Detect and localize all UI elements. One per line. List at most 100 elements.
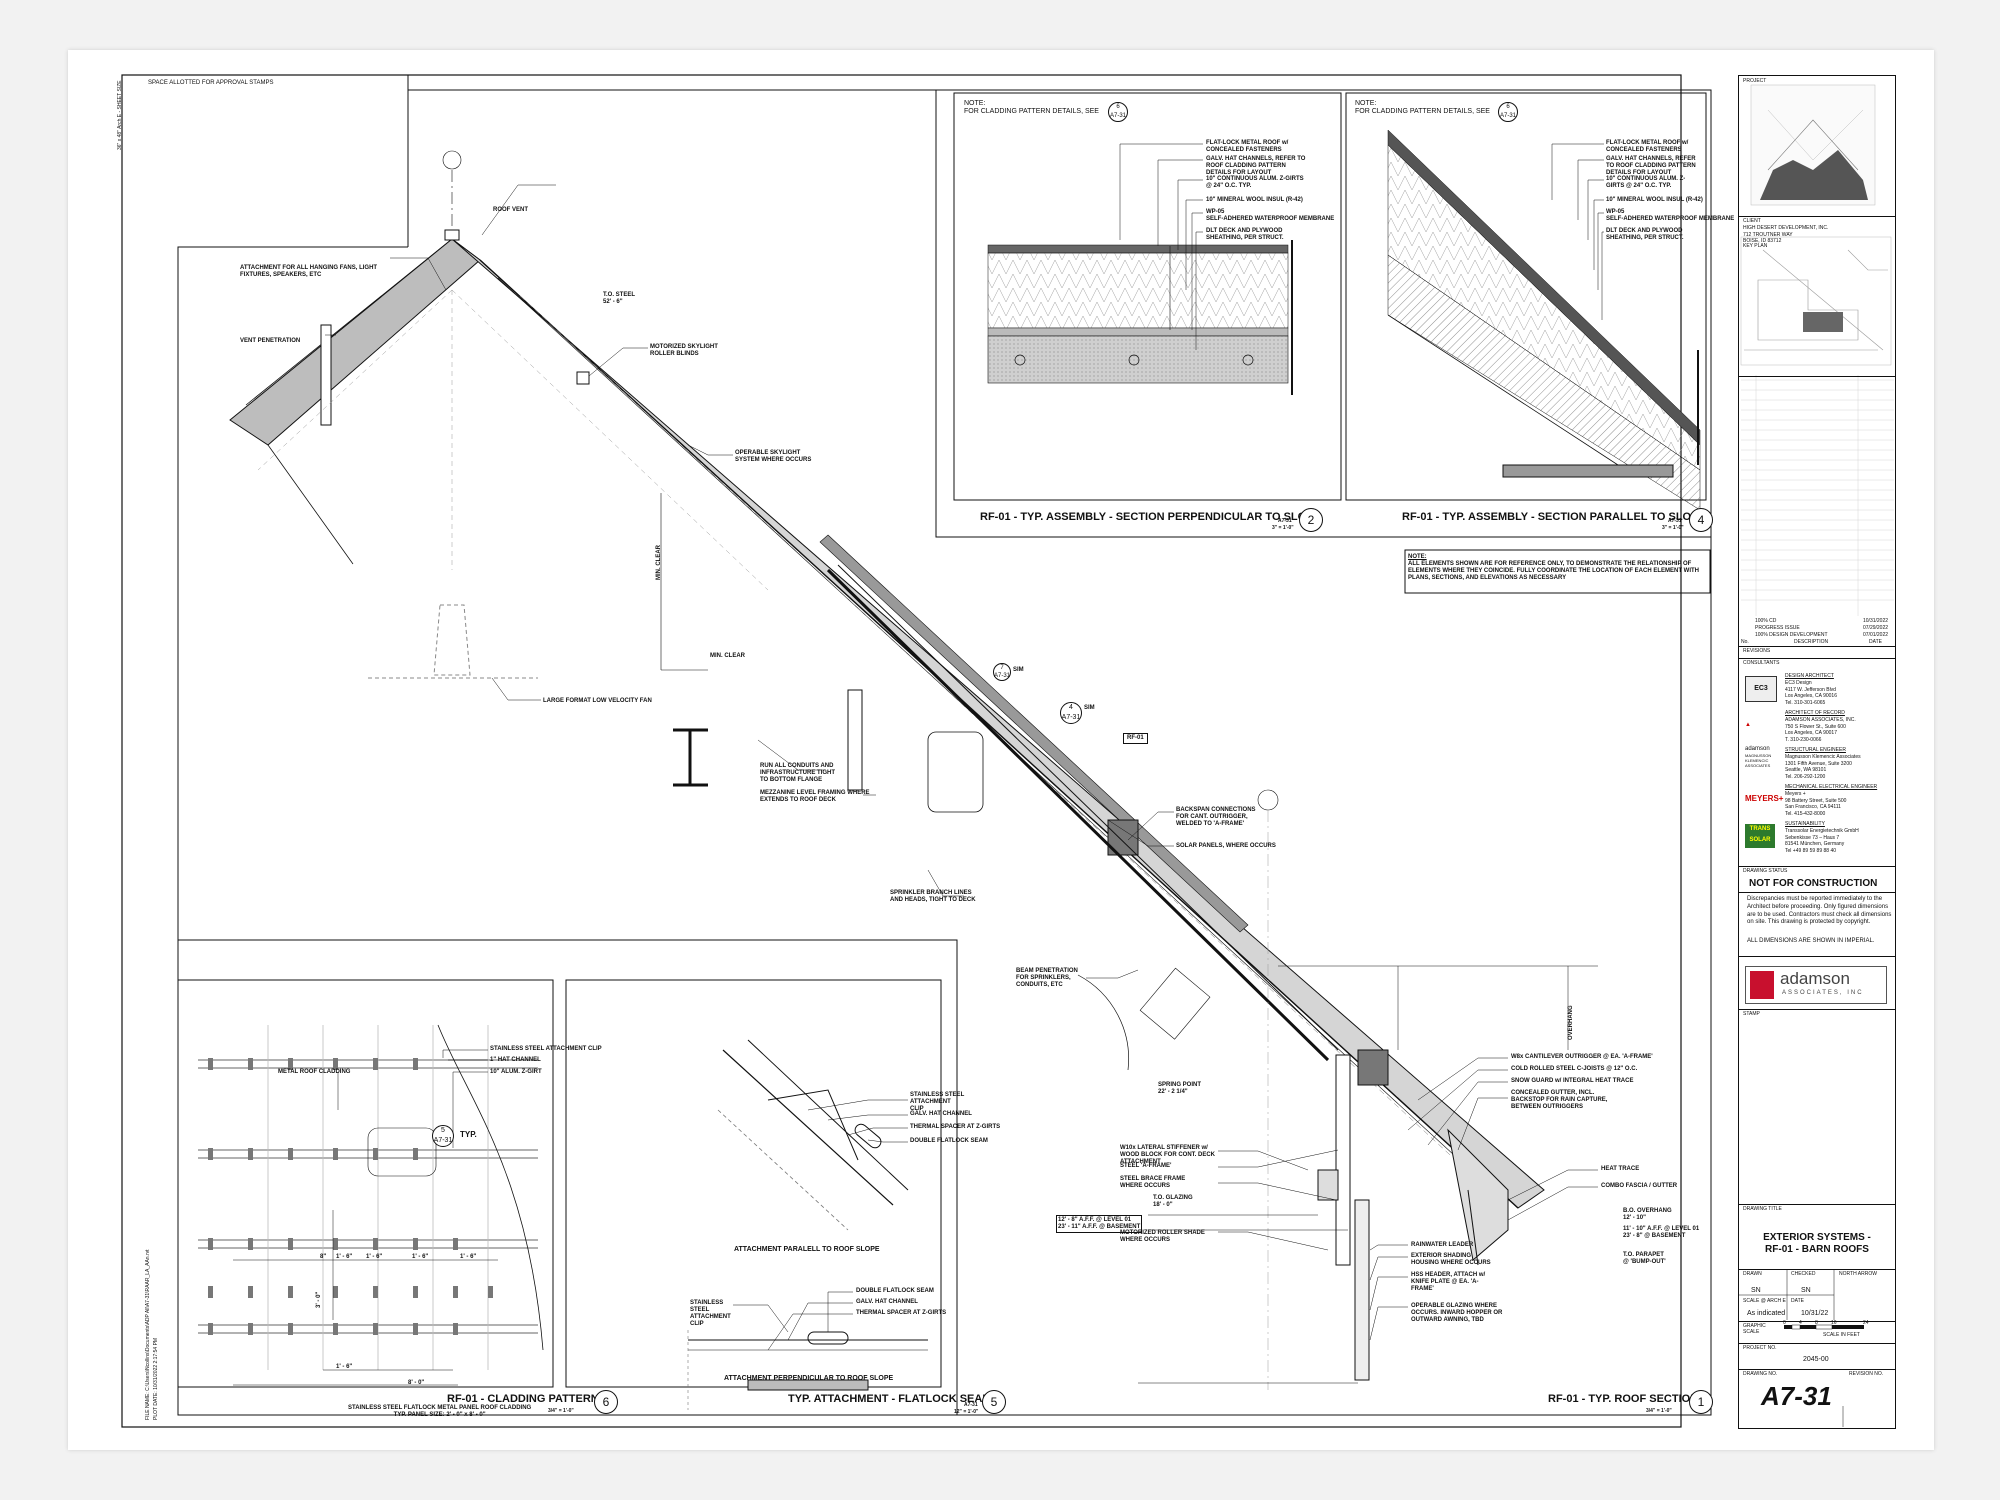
- consultant-1-info: EC3 Design 4117 W. Jefferson Blvd Los An…: [1785, 680, 1837, 706]
- firm-logo-section: [1739, 956, 1895, 957]
- transsolar-logo: TRANS SOLAR: [1745, 824, 1775, 848]
- fan-label: LARGE FORMAT LOW VELOCITY FAN: [543, 698, 652, 704]
- drawing-sheet: 36" x 48" Arch E - SHEET SIZE SPACE ALLO…: [68, 50, 1934, 1450]
- skylight-label: MOTORIZED SKYLIGHT ROLLER BLINDS: [650, 344, 718, 357]
- detail-4-scale: 3" = 1'-0": [1662, 525, 1684, 531]
- consultant-5-role: SUSTAINABILITY: [1785, 821, 1825, 827]
- file-name-note: FILE NAME: C:\Users\Ncollins\Documents\A…: [145, 1249, 151, 1420]
- consultants-label: CONSULTANTS: [1743, 660, 1780, 666]
- to-glazing-label: T.O. GLAZING 18' - 0": [1153, 1195, 1193, 1208]
- detail-4-label-4: 10" MINERAL WOOL INSUL (R-42): [1606, 197, 1703, 203]
- operable-glazing-label: OPERABLE GLAZING WHERE OCCURS. INWARD HO…: [1411, 1303, 1503, 1323]
- meyers-logo: MEYERS+: [1745, 787, 1783, 811]
- revision-no-label: REVISION NO.: [1849, 1371, 1884, 1377]
- sim-label-2: SIM: [1084, 705, 1095, 711]
- consultant-1-role: DESIGN ARCHITECT: [1785, 673, 1834, 679]
- note-title: NOTE:: [1408, 554, 1427, 560]
- rainwater-label: RAINWATER LEADER: [1411, 1242, 1474, 1248]
- dim-1: 8": [320, 1254, 327, 1260]
- detail-4-title: RF-01 - TYP. ASSEMBLY - SECTION PARALLEL…: [1402, 511, 1706, 523]
- adamson-logo-word: adamson: [1780, 969, 1850, 988]
- backspan-label: BACKSPAN CONNECTIONS FOR CANT. OUTRIGGER…: [1176, 807, 1256, 827]
- detail-2-note: NOTE: FOR CLADDING PATTERN DETAILS, SEE: [964, 100, 1099, 116]
- operable-skylight-label: OPERABLE SKYLIGHT SYSTEM WHERE OCCURS: [735, 450, 812, 463]
- issue-no-header: No.: [1741, 639, 1749, 645]
- stamp-section: [1739, 1009, 1895, 1010]
- detail-2-label-4: 10" MINERAL WOOL INSUL (R-42): [1206, 197, 1303, 203]
- adamson-small-logo: ▲ adamson: [1745, 722, 1770, 752]
- graphic-tick-2: 8: [1815, 1320, 1818, 1326]
- detail-6-scale: 3/4" = 1'-0": [548, 1408, 574, 1414]
- issue-3-date: 07/01/2022: [1863, 632, 1889, 638]
- detail-2-label-2: GALV. HAT CHANNELS, REFER TO ROOF CLADDI…: [1206, 156, 1306, 176]
- to-steel-label: T.O. STEEL 52' - 6": [603, 292, 636, 305]
- drawn-section: [1739, 1269, 1895, 1270]
- sprinkler-label: SPRINKLER BRANCH LINES AND HEADS, TIGHT …: [890, 890, 976, 903]
- scale-label: SCALE @ ARCH E: [1743, 1298, 1786, 1304]
- drawn-label: DRAWN: [1743, 1271, 1762, 1277]
- detail-5-lower-3: THERMAL SPACER AT Z-GIRTS: [856, 1310, 947, 1316]
- detail-5-lower-1: DOUBLE FLATLOCK SEAM: [856, 1288, 934, 1294]
- detail-4-number: 4: [1689, 508, 1713, 532]
- detail-4-label-3: 10" CONTINUOUS ALUM. Z-GIRTS @ 24" O.C. …: [1606, 176, 1686, 189]
- graphic-scale-label: GRAPHIC SCALE: [1743, 1323, 1766, 1335]
- detail-4-label-2: GALV. HAT CHANNELS, REFER TO ROOF CLADDI…: [1606, 156, 1696, 176]
- consultant-3-role: STRUCTURAL ENGINEER: [1785, 747, 1846, 753]
- detail-5-upper-caption: ATTACHMENT PARALELL TO ROOF SLOPE: [734, 1246, 880, 1253]
- north-arrow-label: NORTH ARROW: [1839, 1271, 1877, 1277]
- consultant-2-info: ADAMSON ASSOCIATES, INC. 750 S Flower St…: [1785, 717, 1856, 743]
- detail-2-note-ref[interactable]: 6 A7-31: [1108, 102, 1128, 122]
- checked-label: CHECKED: [1791, 1271, 1816, 1277]
- checked-value: SN: [1801, 1287, 1811, 1294]
- issue-2-desc: PROGRESS ISSUE: [1755, 625, 1800, 631]
- level-01-label: 12' - 8" A.F.F. @ LEVEL 01 23' - 11" A.F…: [1056, 1215, 1143, 1233]
- dim-2: 1' - 6": [336, 1254, 353, 1260]
- detail-6-zgirt-label: 10" ALUM. Z-GIRT: [490, 1069, 542, 1075]
- detail-5-lower-caption: ATTACHMENT PERPENDICULAR TO ROOF SLOPE: [724, 1375, 894, 1382]
- meyers-logo-text: MEYERS+: [1745, 794, 1784, 803]
- project-label: PROJECT: [1743, 78, 1767, 84]
- vent-penetration-label: VENT PENETRATION: [240, 338, 301, 344]
- detail-6-ref-top: 5: [441, 1127, 445, 1134]
- status-text: NOT FOR CONSTRUCTION: [1749, 878, 1878, 889]
- gutter-label: CONCEALED GUTTER, INCL. BACKSTOP FOR RAI…: [1511, 1090, 1608, 1110]
- detail-4-label-1: FLAT-LOCK METAL ROOF w/ CONCEALED FASTEN…: [1606, 140, 1689, 153]
- heat-trace-label: HEAT TRACE: [1601, 1166, 1640, 1172]
- client-section: [1739, 216, 1895, 217]
- a-frame-label: STEEL 'A-FRAME': [1120, 1163, 1172, 1169]
- date-value: 10/31/22: [1801, 1310, 1829, 1317]
- adamson-logo-sub: ASSOCIATES, INC: [1782, 990, 1864, 996]
- detail-2-ref: A7-31: [1278, 518, 1292, 524]
- client-info: HIGH DESERT DEVELOPMENT, INC. 712 TROUTN…: [1743, 225, 1829, 244]
- detail-6-clip-label: STAINLESS STEEL ATTACHMENT CLIP: [490, 1046, 602, 1052]
- drawing-no-label: DRAWING NO.: [1743, 1371, 1778, 1377]
- key-plan-label: KEY PLAN: [1743, 243, 1768, 249]
- project-no-section: [1739, 1343, 1895, 1344]
- project-no-value: 2045-00: [1803, 1356, 1829, 1363]
- project-no-label: PROJECT NO.: [1743, 1345, 1777, 1351]
- detail-6-ref[interactable]: 5 A7-31: [432, 1125, 454, 1147]
- steel-brace-label: STEEL BRACE FRAME WHERE OCCURS: [1120, 1176, 1186, 1189]
- detail-5-scale: 12" = 1'-0": [954, 1409, 979, 1415]
- detail-6-title: RF-01 - CLADDING PATTERN: [447, 1393, 599, 1405]
- consultant-5-info: Transsolar Energietechnik GmbH Sebenkiss…: [1785, 828, 1859, 854]
- beam-penetration-label: BEAM PENETRATION FOR SPRINKLERS, CONDUIT…: [1016, 968, 1078, 988]
- detail-6-caption: STAINLESS STEEL FLATLOCK METAL PANEL ROO…: [348, 1405, 532, 1418]
- issue-3-desc: 100% DESIGN DEVELOPMENT: [1755, 632, 1828, 638]
- title-block: PROJECT CLIENT HIGH DESERT DEVELOPMENT, …: [1738, 75, 1896, 1429]
- spring-point-label: SPRING POINT 22' - 2 1/4": [1158, 1082, 1202, 1095]
- consultants-section: [1739, 658, 1895, 659]
- drawing-no-section: [1739, 1369, 1895, 1370]
- graphic-tick-4: 24: [1863, 1320, 1869, 1326]
- detail-4-label-5: WP-05 SELF-ADHERED WATERPROOF MEMBRANE: [1606, 209, 1735, 222]
- disclaimer-text: Discrepancies must be reported immediate…: [1747, 896, 1892, 926]
- detail-5-title: TYP. ATTACHMENT - FLATLOCK SEAM: [788, 1393, 992, 1405]
- roof-vent-label: ROOF VENT: [493, 207, 529, 213]
- detail-4-note-ref[interactable]: 6 A7-31: [1498, 102, 1518, 122]
- min-clear-label-2: MIN. CLEAR: [710, 653, 745, 659]
- note-body: ALL ELEMENTS SHOWN ARE FOR REFERENCE ONL…: [1408, 561, 1700, 581]
- consultant-3-info: Magnusson Klemencic Associates 1301 Fift…: [1785, 754, 1861, 780]
- issues-section: [1739, 376, 1895, 377]
